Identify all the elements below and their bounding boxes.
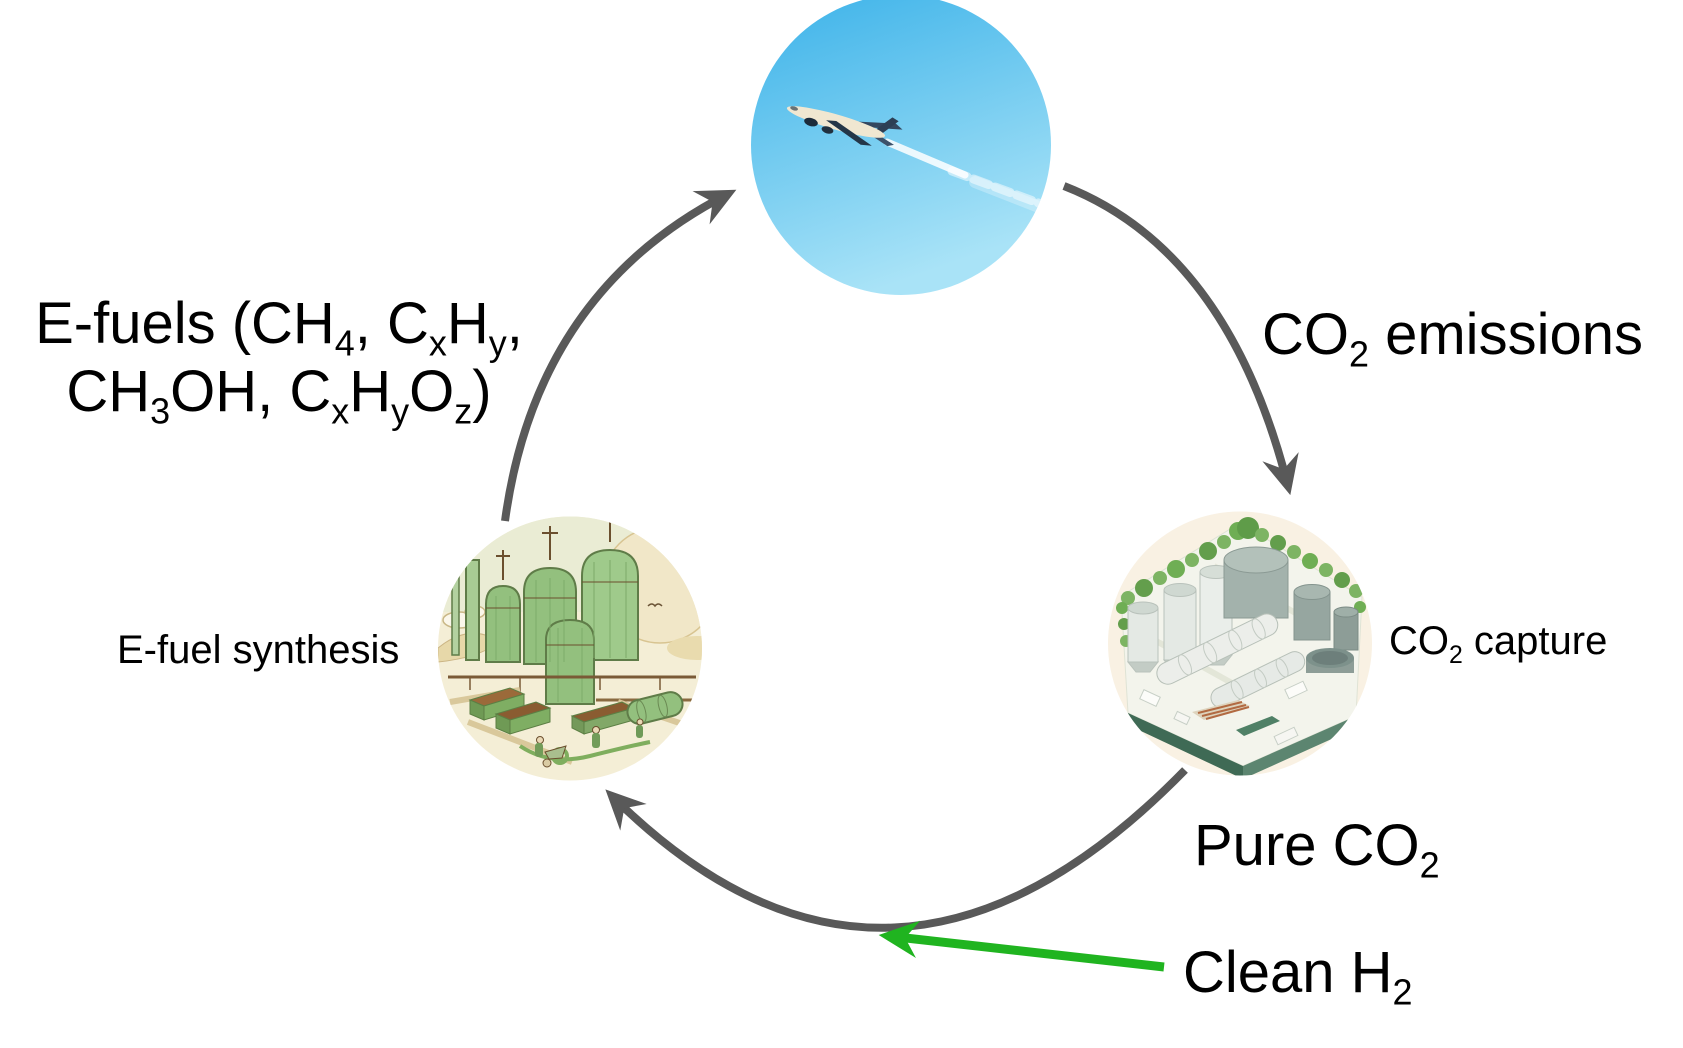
text-run: ,	[506, 291, 523, 356]
subscript: 2	[1392, 971, 1413, 1013]
text-run: Pure CO	[1194, 813, 1420, 878]
text-run: CO	[1389, 619, 1449, 663]
subscript: y	[488, 322, 507, 364]
text-run: CH	[66, 359, 151, 424]
text-run: emissions	[1369, 302, 1643, 367]
subscript: 4	[334, 322, 355, 364]
airplane-icon	[786, 106, 903, 147]
co2-emissions-label: CO2 emissions	[1262, 302, 1643, 372]
efuel-synthesis-label: E-fuel synthesis	[117, 628, 399, 673]
horizontal-cylinders	[1156, 613, 1306, 709]
text-run: E-fuels (CH	[35, 291, 335, 356]
efuels-line2: CH3OH, CxHyOz)	[15, 358, 543, 429]
text-run: O	[409, 359, 455, 424]
pure-co2-label: Pure CO2	[1194, 813, 1440, 883]
subscript: 2	[1349, 333, 1369, 375]
subscript: y	[391, 390, 410, 432]
efuel-synthesis-plant-image	[438, 516, 702, 781]
horizontal-tank	[626, 691, 684, 725]
clean-h2-label: Clean H2	[1183, 940, 1413, 1010]
subscript: 2	[1449, 642, 1463, 669]
subscript: x	[331, 390, 350, 432]
co2-capture-label: CO2 capture	[1389, 619, 1608, 668]
workers	[535, 718, 644, 768]
text-run: Clean H	[1183, 940, 1393, 1005]
silos	[1126, 565, 1234, 673]
bird-icon	[647, 603, 663, 608]
subscript: 3	[150, 390, 171, 432]
text-run: H	[349, 359, 392, 424]
pure-co2-arrow	[605, 767, 1188, 932]
subscript: x	[428, 322, 447, 364]
text-run: , C	[354, 291, 429, 356]
subscript: z	[454, 390, 473, 432]
text-run: capture	[1462, 619, 1608, 663]
clean-h2-arrow	[878, 920, 1165, 972]
text-run: E-fuel synthesis	[117, 628, 400, 672]
storage-tanks	[1223, 546, 1359, 673]
co2-capture-facility-image	[1108, 511, 1372, 776]
cycle-arrows	[501, 182, 1299, 972]
subscript: 2	[1419, 844, 1440, 886]
text-run: )	[472, 359, 492, 424]
text-run: OH, C	[170, 359, 332, 424]
co2-emissions-arrow	[1062, 182, 1299, 496]
text-run: H	[446, 291, 489, 356]
text-run: CO	[1262, 302, 1349, 367]
efuels-line1: E-fuels (CH4, CxHy,	[15, 290, 543, 361]
yard-details	[1139, 680, 1308, 746]
efuels-arrow	[501, 189, 737, 522]
airplane-in-blue-sky-image	[751, 0, 1051, 295]
green-vessels	[451, 548, 639, 705]
efuels-label: E-fuels (CH4, CxHy, CH3OH, CxHyOz)	[15, 290, 543, 429]
